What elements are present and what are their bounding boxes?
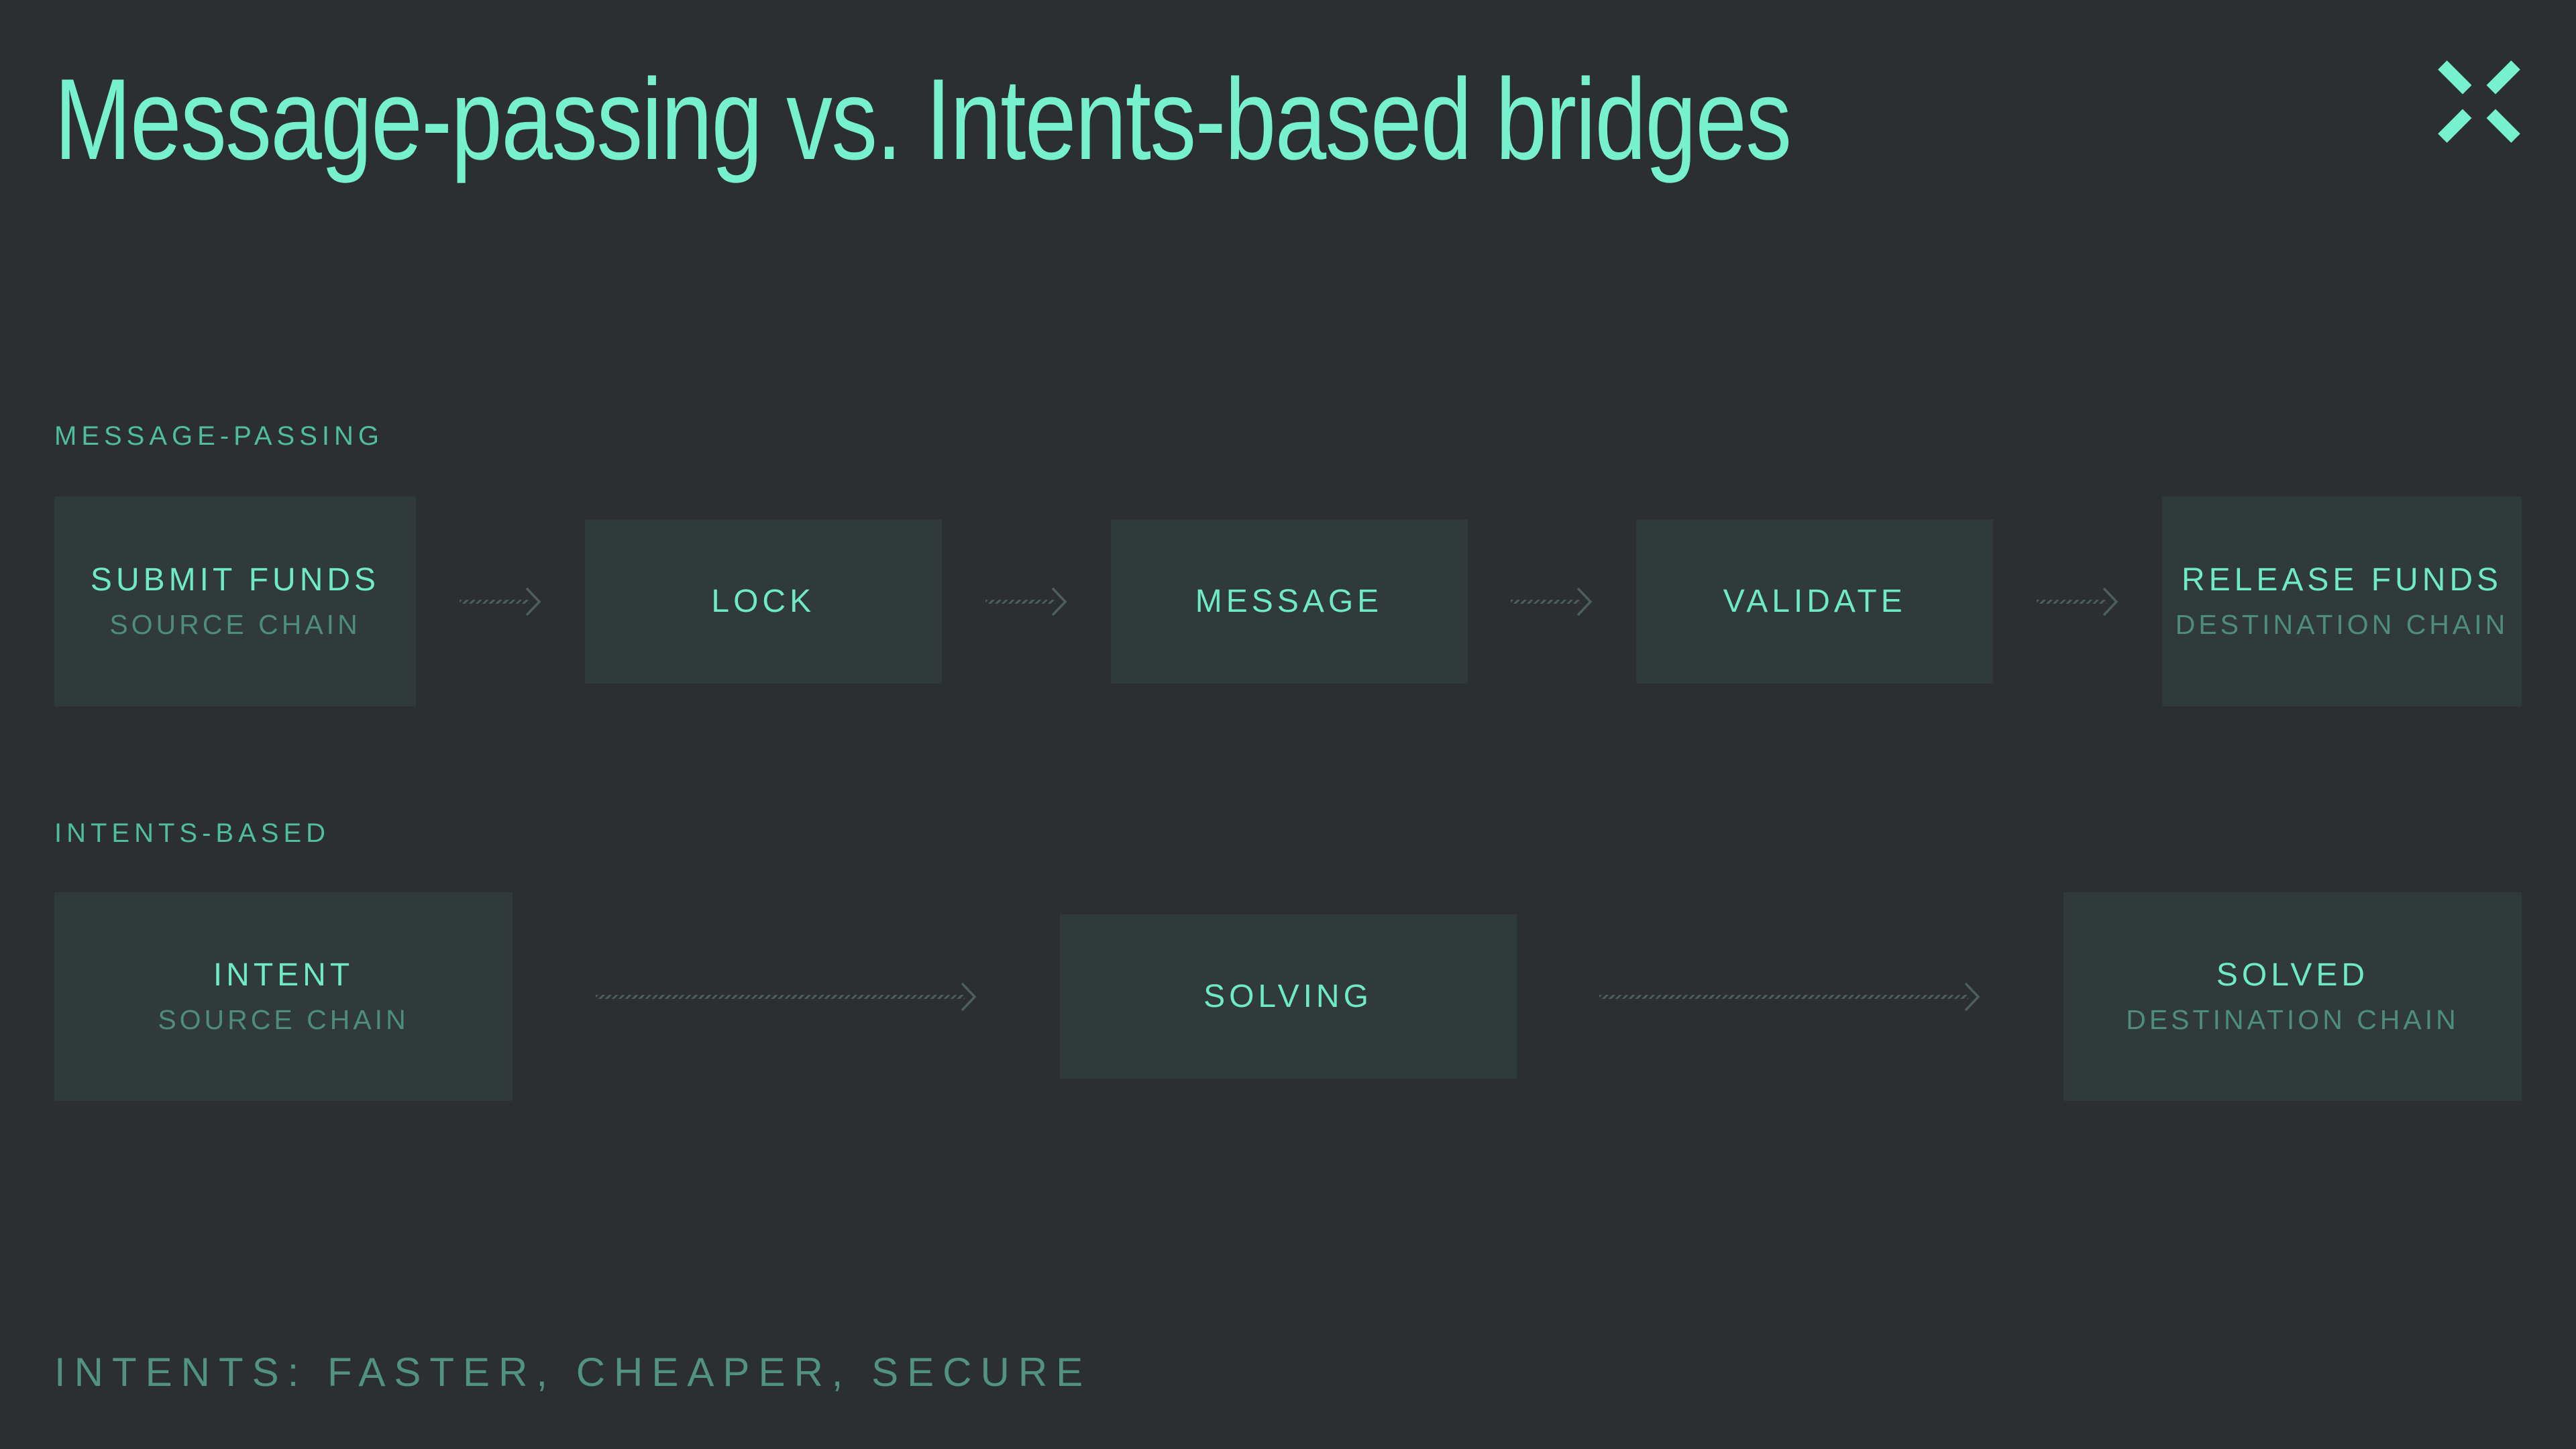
step-title: LOCK	[711, 583, 816, 619]
arrow-line	[1511, 599, 1581, 604]
arrow-head-icon	[2102, 587, 2118, 616]
x-mark-logo-icon	[2436, 59, 2522, 144]
step-box-lock: LOCK	[584, 519, 942, 684]
step-box-intent: INTENT SOURCE CHAIN	[54, 892, 513, 1101]
arrow-line	[459, 599, 529, 604]
arrow-head-icon	[961, 982, 977, 1011]
step-subtitle: SOURCE CHAIN	[158, 1004, 409, 1035]
arrow-line	[595, 994, 965, 999]
flow-row-message-passing: SUBMIT FUNDS SOURCE CHAIN LOCK MESSAGE V…	[54, 496, 2522, 706]
step-title: INTENT	[213, 957, 354, 993]
arrow-head-icon	[1577, 587, 1593, 616]
arrow-line	[985, 599, 1055, 604]
step-subtitle: SOURCE CHAIN	[109, 609, 361, 640]
step-title: SOLVING	[1203, 978, 1373, 1014]
step-box-submit-funds: SUBMIT FUNDS SOURCE CHAIN	[54, 496, 416, 706]
arrow-line	[1599, 994, 1969, 999]
step-box-release-funds: RELEASE FUNDS DESTINATION CHAIN	[2162, 496, 2522, 706]
step-subtitle: DESTINATION CHAIN	[2126, 1004, 2459, 1035]
flow-row-intents-based: INTENT SOURCE CHAIN SOLVING SOLVED DESTI…	[54, 892, 2522, 1101]
page-title: Message-passing vs. Intents-based bridge…	[54, 55, 1792, 184]
section-label-message-passing: MESSAGE-PASSING	[54, 421, 384, 451]
flow-arrow-icon	[1599, 981, 1980, 1012]
step-box-solved: SOLVED DESTINATION CHAIN	[2063, 892, 2522, 1101]
step-title: MESSAGE	[1195, 583, 1383, 619]
arrow-head-icon	[525, 587, 541, 616]
step-box-message: MESSAGE	[1110, 519, 1468, 684]
step-box-validate: VALIDATE	[1636, 519, 1994, 684]
step-title: RELEASE FUNDS	[2181, 562, 2503, 598]
flow-arrow-icon	[1511, 586, 1593, 617]
flow-arrow-icon	[2037, 586, 2118, 617]
step-subtitle: DESTINATION CHAIN	[2175, 609, 2509, 640]
flow-arrow-icon	[985, 586, 1067, 617]
arrow-head-icon	[1964, 982, 1980, 1011]
flow-arrow-icon	[595, 981, 977, 1012]
step-box-solving: SOLVING	[1059, 914, 1517, 1079]
step-title: SOLVED	[2216, 957, 2369, 993]
arrow-head-icon	[1051, 587, 1067, 616]
flow-arrow-icon	[459, 586, 541, 617]
footer-tagline: INTENTS: FASTER, CHEAPER, SECURE	[54, 1350, 1092, 1395]
section-label-intents-based: INTENTS-BASED	[54, 818, 331, 848]
arrow-line	[2037, 599, 2107, 604]
step-title: SUBMIT FUNDS	[90, 562, 380, 598]
step-title: VALIDATE	[1723, 583, 1907, 619]
